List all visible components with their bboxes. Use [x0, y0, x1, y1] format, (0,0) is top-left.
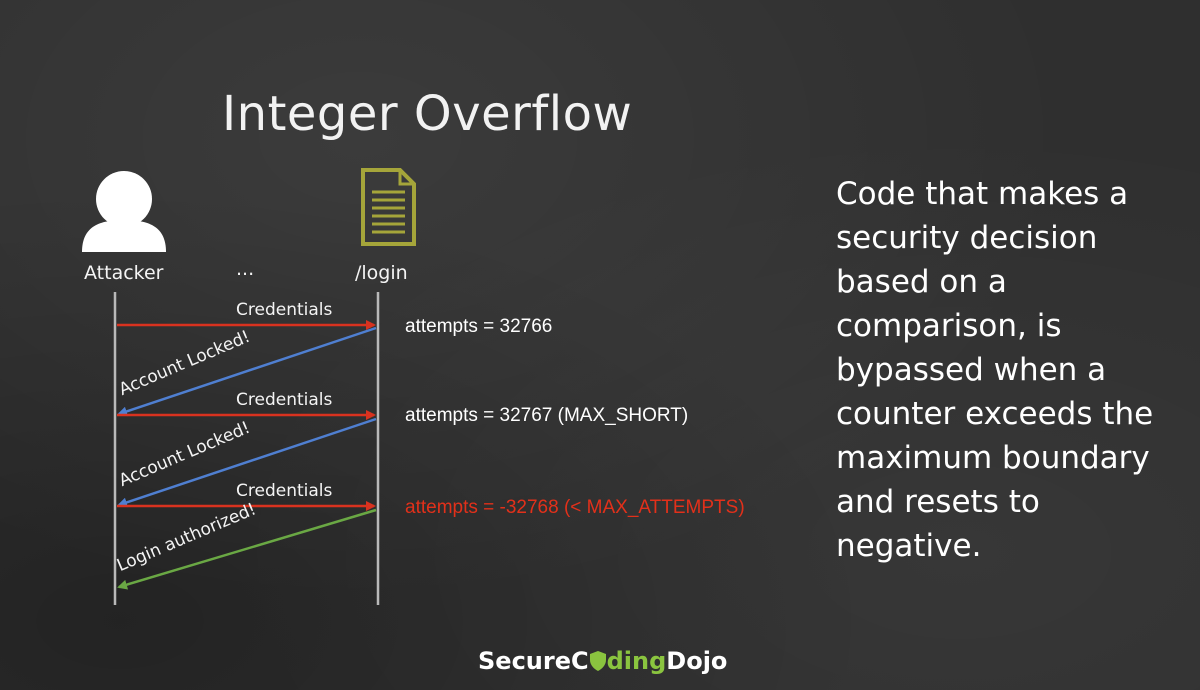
slide-title: Integer Overflow: [222, 86, 633, 142]
attacker-label: Attacker: [84, 262, 164, 284]
brand-text: C: [571, 647, 589, 675]
brand-text: Dojo: [666, 647, 728, 675]
shield-icon: [589, 651, 606, 671]
counter-note-overflow: attempts = -32768 (< MAX_ATTEMPTS): [405, 497, 745, 518]
document-icon: [361, 168, 416, 246]
server-label: /login: [355, 262, 408, 284]
message-label: Credentials: [236, 300, 333, 320]
user-icon: [82, 171, 166, 252]
message-arrow: [117, 417, 377, 508]
brand-text: Secure: [478, 647, 571, 675]
brand-text: ding: [606, 647, 667, 675]
ellipsis-label: ...: [236, 258, 255, 280]
message-arrow: [117, 326, 377, 417]
message-label: Credentials: [236, 390, 333, 410]
counter-note: attempts = 32766: [405, 316, 553, 337]
slide-description: Code that makes a security decision base…: [836, 176, 1154, 564]
message-arrow: [117, 508, 377, 590]
message-label: Credentials: [236, 481, 333, 501]
counter-note: attempts = 32767 (MAX_SHORT): [405, 405, 689, 426]
